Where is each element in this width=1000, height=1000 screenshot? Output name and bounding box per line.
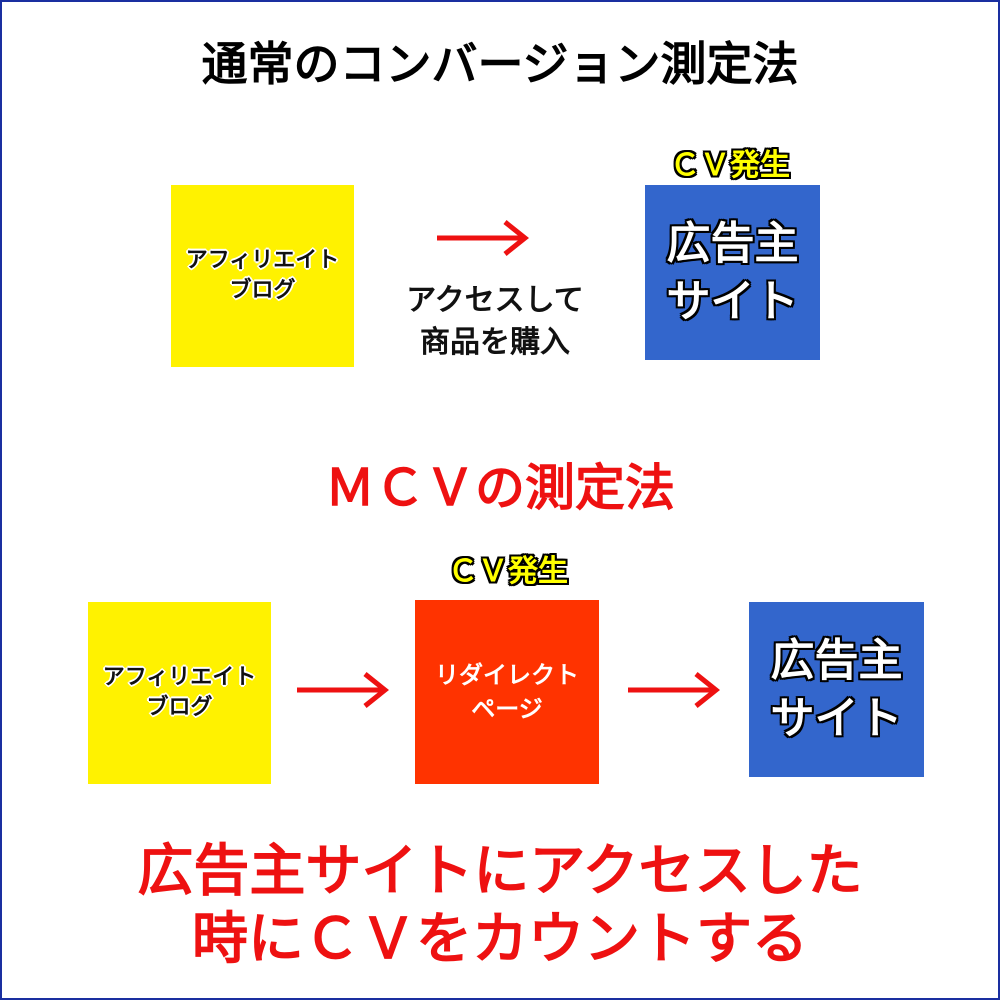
normal-method-title: 通常のコンバージョン測定法 xyxy=(201,37,799,91)
advertiser-box-line1: 広告主 xyxy=(770,634,903,686)
advertiser-box-line1: 広告主 xyxy=(666,217,799,269)
redirect-box-line2: ページ xyxy=(471,695,543,723)
arrow-caption-line2: 商品を購入 xyxy=(420,325,570,360)
arrow-right-icon xyxy=(628,672,721,708)
advertiser-site-box-2: 広告主 サイト xyxy=(749,602,924,777)
redirect-page-box: リダイレクト ページ xyxy=(415,600,599,784)
affiliate-box-line2: ブログ xyxy=(146,695,213,720)
cv-occurrence-label: ＣＶ発生 xyxy=(670,148,790,183)
redirect-box-line1: リダイレクト xyxy=(435,661,579,689)
affiliate-blog-box-2: アフィリエイト ブログ xyxy=(88,602,271,784)
conclusion-text: 広告主サイトにアクセスした 時にＣＶをカウントする xyxy=(0,838,1000,974)
conclusion-line2: 時にＣＶをカウントする xyxy=(192,907,808,972)
arrow-right-icon xyxy=(297,672,390,708)
affiliate-box-line1: アフィリエイト xyxy=(185,248,340,273)
arrow-caption: アクセスして 商品を購入 xyxy=(370,280,620,364)
affiliate-blog-box: アフィリエイト ブログ xyxy=(171,185,354,367)
affiliate-box-line2: ブログ xyxy=(229,278,296,303)
cv-occurrence-label-2: ＣＶ発生 xyxy=(448,554,568,589)
affiliate-box-line1: アフィリエイト xyxy=(102,665,257,690)
arrow-right-icon xyxy=(437,220,530,256)
advertiser-site-box: 広告主 サイト xyxy=(645,185,820,360)
arrow-caption-line1: アクセスして xyxy=(406,283,584,318)
mcv-method-title: ＭＣＶの測定法 xyxy=(325,459,675,517)
conclusion-line1: 広告主サイトにアクセスした xyxy=(137,839,863,904)
advertiser-box-line2: サイト xyxy=(666,275,799,327)
advertiser-box-line2: サイト xyxy=(770,692,903,744)
